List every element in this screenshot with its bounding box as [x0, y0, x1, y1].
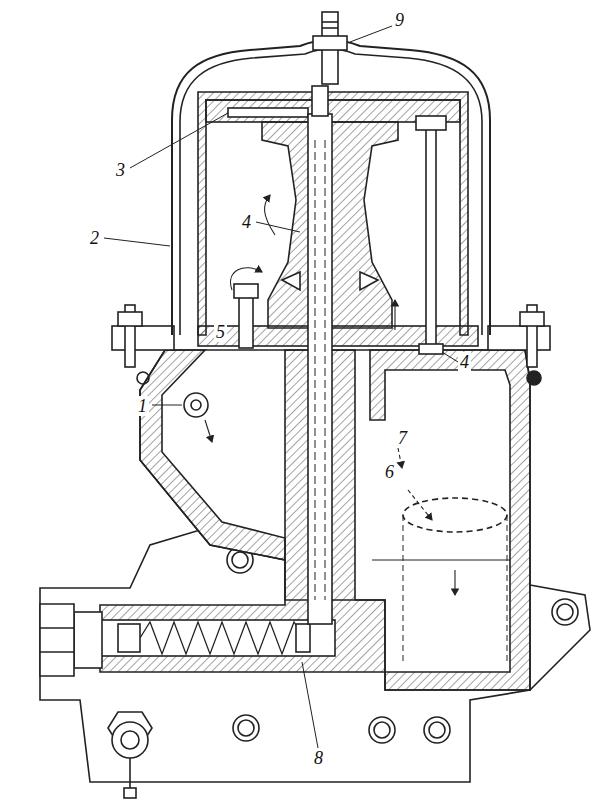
callout-number: 2 — [88, 228, 101, 248]
callout-number: 3 — [114, 160, 127, 180]
callout-number: 1 — [136, 396, 149, 416]
callout-number: 4 — [240, 212, 253, 232]
callout-number: 7 — [396, 428, 409, 448]
callout-number: 8 — [312, 748, 325, 768]
callout-number: 6 — [383, 462, 396, 482]
callout-number: 5 — [214, 322, 227, 342]
callout-number: 9 — [393, 10, 406, 30]
callout-number: 4 — [458, 352, 471, 372]
